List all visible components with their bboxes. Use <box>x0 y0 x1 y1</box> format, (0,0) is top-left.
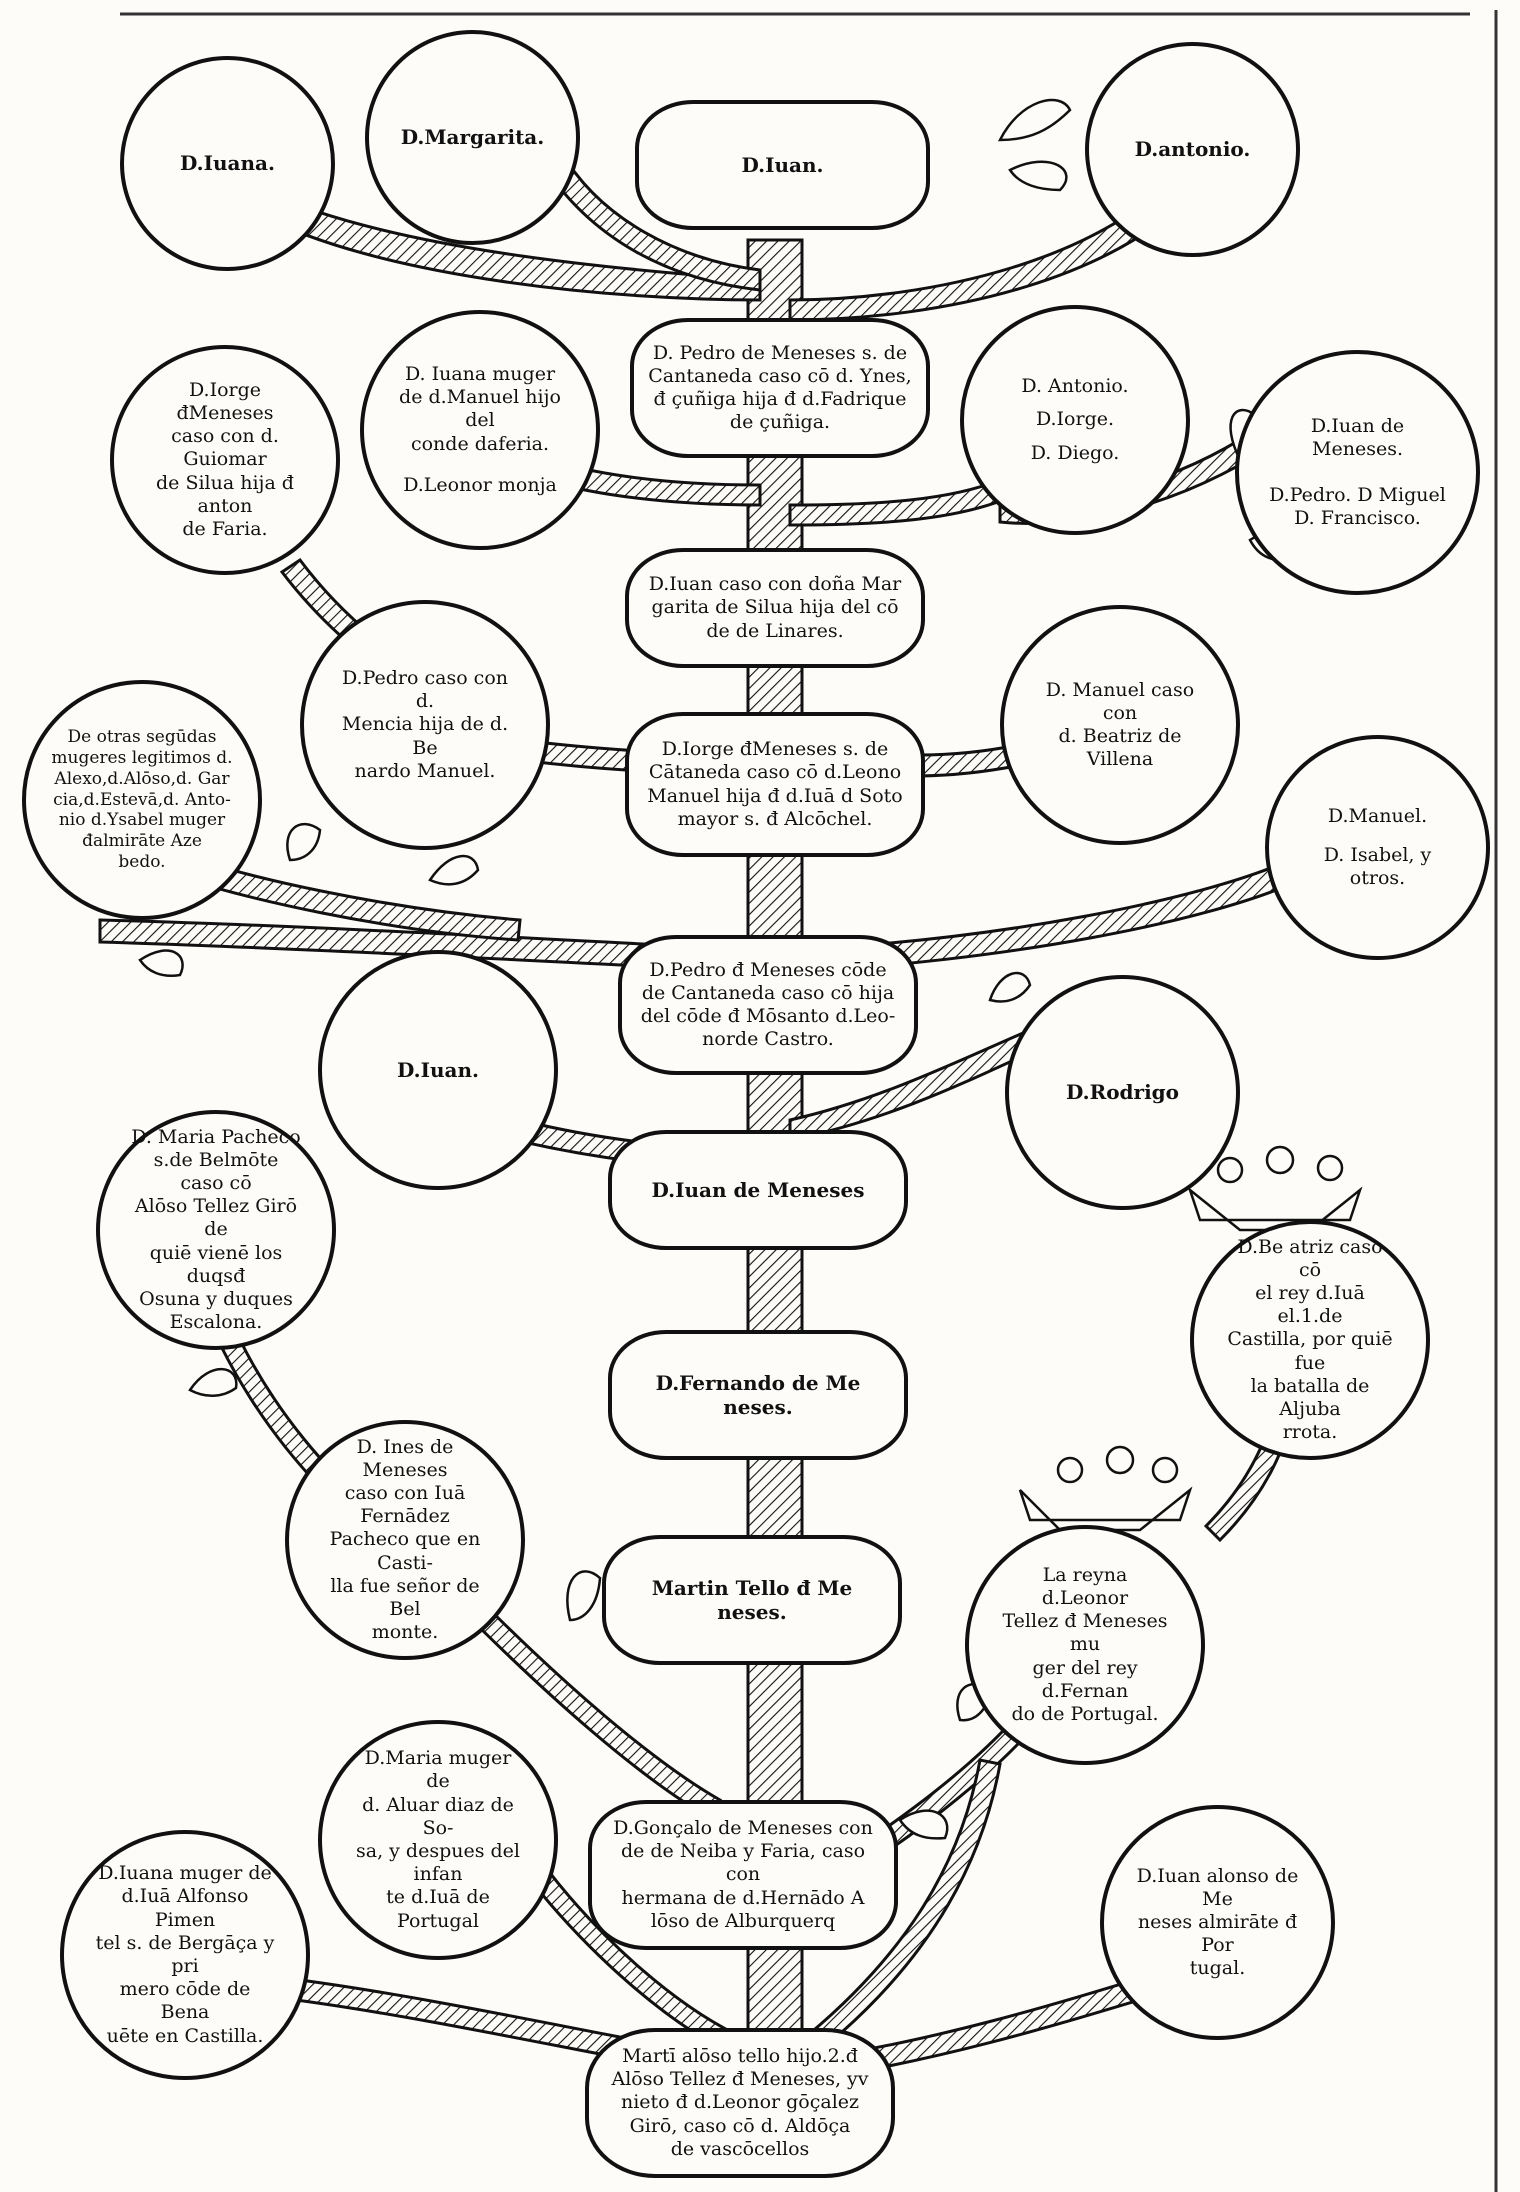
leaf-5 <box>286 822 322 862</box>
node-juan-meneses-center-text: D.Iuan de Meneses <box>651 1177 865 1202</box>
node-leonor-reyna: La reyna d.Leonor Tellez đ Meneses mu ge… <box>965 1525 1205 1765</box>
node-juan-margarita-silua: D.Iuan caso con doña Mar garita de Silua… <box>625 548 925 668</box>
leaf-6 <box>428 854 480 886</box>
node-otras-mugeres-text: De otras segūdas mugeres legitimos d. Al… <box>51 727 233 872</box>
node-marti-root-text: Martī alōso tello hijo.2.đ Alōso Tellez … <box>611 2045 869 2160</box>
node-juan-alonso-almirante-text: D.Iuan alonso de Me neses almirāte đ Por… <box>1136 1864 1299 1980</box>
node-antonio-top-text: D.antonio. <box>1134 137 1251 162</box>
node-ines-meneses-text: D. Ines de Meneses caso con Iuā Fernādez… <box>329 1435 481 1644</box>
node-juan-meneses-brothers-text: D.Iuan de Meneses. D.Pedro. D Miguel D. … <box>1269 414 1446 530</box>
node-manuel-beatriz: D. Manuel caso con d. Beatriz de Villena <box>1000 605 1240 845</box>
node-antonio-jorge-diego: D. Antonio. D.Iorge. D. Diego. <box>960 305 1190 535</box>
node-martin-tello: Martin Tello đ Me neses. <box>602 1535 902 1665</box>
node-antonio-text: D. Antonio. <box>1021 375 1129 398</box>
node-fernando-meneses-text: D.Fernando de Me neses. <box>655 1370 861 1419</box>
leaf-7 <box>138 949 184 977</box>
node-juan-top-text: D.Iuan. <box>741 152 824 177</box>
node-goncalo-meneses-text: D.Gonçalo de Meneses con de de Neiba y F… <box>613 1817 873 1932</box>
node-margarita: D.Margarita. <box>365 30 580 245</box>
node-manuel-isabel: D.Manuel. D. Isabel, y otros. <box>1265 735 1490 960</box>
branch-level2-right <box>788 478 1010 527</box>
node-manuel-text: D.Manuel. <box>1327 804 1428 827</box>
node-antonio-top: D.antonio. <box>1085 42 1300 257</box>
node-diego-text: D. Diego. <box>1030 441 1120 464</box>
crown-leonor <box>1018 1445 1193 1532</box>
leaf-2 <box>1008 160 1068 192</box>
node-juan-left: D.Iuan. <box>318 950 558 1190</box>
node-juan-left-text: D.Iuan. <box>397 1057 479 1082</box>
leaf-10 <box>566 1570 602 1622</box>
node-leonor-monja-text: D.Leonor monja <box>403 473 557 496</box>
node-goncalo-meneses: D.Gonçalo de Meneses con de de Neiba y F… <box>588 1800 898 1950</box>
node-maria-pacheco-text: D. Maria Pacheco s.de Belmōte caso cō Al… <box>131 1125 301 1334</box>
node-leonor-reyna-text: La reyna d.Leonor Tellez đ Meneses mu ge… <box>1002 1563 1168 1725</box>
node-juana-top-text: D.Iuana. <box>180 151 275 176</box>
node-marti-root: Martī alōso tello hijo.2.đ Alōso Tellez … <box>585 2028 895 2178</box>
branch-bottom-right2 <box>799 1758 1002 2057</box>
node-pedro-cantaneda-1: D. Pedro de Meneses s. de Cantaneda caso… <box>630 318 930 458</box>
node-margarita-text: D.Margarita. <box>400 125 545 150</box>
node-juan-alonso-almirante: D.Iuan alonso de Me neses almirāte đ Por… <box>1100 1805 1335 2040</box>
node-juana-muger-manuel-text: D. Iuana muger de d.Manuel hijo del cond… <box>399 363 561 455</box>
node-pedro-mencia-text: D.Pedro caso con d. Mencia hija de d. Be… <box>341 667 509 782</box>
node-juan-meneses-center: D.Iuan de Meneses <box>608 1130 908 1250</box>
node-juan-meneses-brothers: D.Iuan de Meneses. D.Pedro. D Miguel D. … <box>1235 350 1480 595</box>
leaves <box>138 98 1294 1840</box>
node-maria-alvar-text: D.Maria muger de d. Aluar diaz de So- sa… <box>355 1747 520 1932</box>
node-juan-top: D.Iuan. <box>635 100 930 230</box>
node-isabel-text: D. Isabel, y otros. <box>1323 843 1432 890</box>
node-juana-alfonso-text: D.Iuana muger de d.Iuā Alfonso Pimen tel… <box>95 1862 275 2047</box>
node-ines-meneses: D. Ines de Meneses caso con Iuā Fernādez… <box>285 1420 525 1660</box>
leaf-9 <box>188 1367 238 1397</box>
node-pedro-cantaneda-1-text: D. Pedro de Meneses s. de Cantaneda caso… <box>648 341 912 434</box>
node-otras-mugeres: De otras segūdas mugeres legitimos d. Al… <box>22 680 262 920</box>
node-maria-alvar: D.Maria muger de d. Aluar diaz de So- sa… <box>318 1720 558 1960</box>
node-maria-pacheco: D. Maria Pacheco s.de Belmōte caso cō Al… <box>96 1110 336 1350</box>
node-pedro-cantaneda-2: D.Pedro đ Meneses cōde de Cantaneda caso… <box>618 935 918 1075</box>
node-martin-tello-text: Martin Tello đ Me neses. <box>651 1575 853 1624</box>
node-juana-leonor: D. Iuana muger de d.Manuel hijo del cond… <box>360 310 600 550</box>
node-jorge-text: D.Iorge. <box>1035 408 1115 431</box>
node-jorge-cantaneda: D.Iorge đMeneses s. de Cātaneda caso cō … <box>625 712 925 857</box>
node-juana-top: D.Iuana. <box>120 56 335 271</box>
node-juana-alfonso: D.Iuana muger de d.Iuā Alfonso Pimen tel… <box>60 1830 310 2080</box>
node-beatriz-rey-text: D.Be atriz caso cō el rey d.Iuā el.1.de … <box>1227 1235 1393 1444</box>
leaf-12 <box>898 1809 949 1840</box>
node-jorge-cantaneda-text: D.Iorge đMeneses s. de Cātaneda caso cō … <box>647 738 903 830</box>
node-pedro-mencia: D.Pedro caso con d. Mencia hija de d. Be… <box>300 600 550 850</box>
branch-otras <box>127 838 522 942</box>
node-juan-margarita-silua-text: D.Iuan caso con doña Mar garita de Silua… <box>648 573 902 642</box>
leaf-8 <box>988 971 1032 1003</box>
node-manuel-beatriz-text: D. Manuel caso con d. Beatriz de Villena <box>1045 678 1195 771</box>
node-beatriz-rey: D.Be atriz caso cō el rey d.Iuā el.1.de … <box>1190 1220 1430 1460</box>
node-pedro-cantaneda-2-text: D.Pedro đ Meneses cōde de Cantaneda caso… <box>640 958 896 1051</box>
node-jorge-meneses-guiomar-text: D.Iorge đMeneses caso con d. Guiomar de … <box>156 378 294 540</box>
node-rodrigo: D.Rodrigo <box>1005 975 1240 1210</box>
node-rodrigo-text: D.Rodrigo <box>1066 1080 1179 1105</box>
node-fernando-meneses: D.Fernando de Me neses. <box>608 1330 908 1460</box>
leaf-1 <box>997 98 1072 142</box>
node-jorge-meneses-guiomar: D.Iorge đMeneses caso con d. Guiomar de … <box>110 345 340 575</box>
